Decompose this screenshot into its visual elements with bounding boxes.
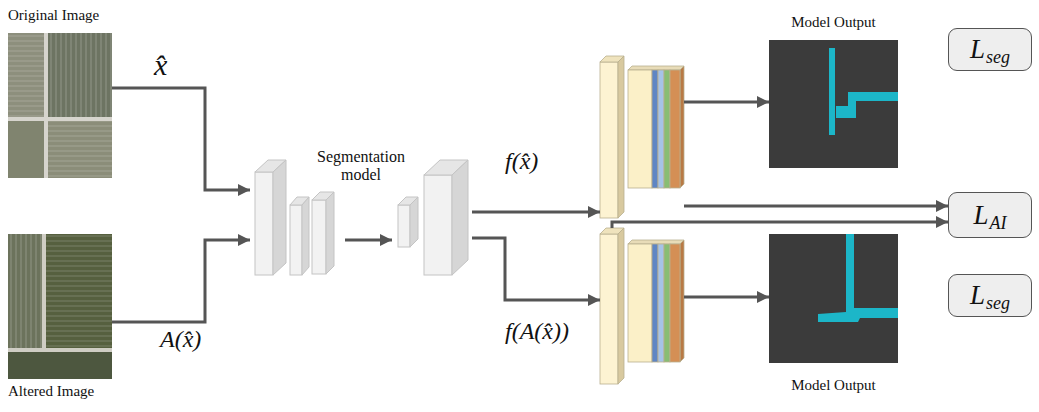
image-caption: Original Image	[8, 7, 99, 24]
input-image: Altered Image	[8, 234, 112, 379]
aerial-photo-part	[48, 33, 112, 117]
segmentation-mask	[769, 234, 898, 363]
edge-label: A(x̂)	[158, 327, 203, 351]
loss-subscript: seg	[986, 294, 1010, 312]
image-caption: Altered Image	[8, 383, 94, 400]
aerial-photo-part	[8, 117, 112, 121]
output-mask: Model Output	[769, 40, 898, 168]
altered-photo-part	[46, 234, 112, 348]
flow-arrow	[684, 205, 948, 208]
feature-label: f(x̂)	[505, 148, 538, 174]
feature-stack-part	[628, 244, 652, 362]
flow-arrow	[472, 238, 600, 300]
altered-photo-part	[46, 234, 112, 348]
altered-photo-part	[8, 348, 112, 352]
flow-arrow	[684, 296, 769, 299]
model-block: Segmentation model	[250, 148, 472, 278]
input-image: Original Image	[8, 33, 112, 178]
aerial-photo-part	[48, 33, 112, 117]
feature-map: f(x̂)	[600, 56, 684, 218]
aerial-photo-part	[8, 33, 44, 117]
altered-photo-part	[8, 234, 42, 348]
loss-symbol: L	[973, 202, 988, 229]
altered-photo	[8, 234, 112, 379]
segmentation-mask-part	[836, 92, 898, 118]
feature-stack-part	[658, 244, 664, 362]
aerial-photo-part	[44, 33, 48, 178]
aerial-photo	[8, 33, 112, 178]
network-block-part	[290, 205, 302, 275]
internal-arrow	[345, 239, 392, 242]
network-block-part	[273, 160, 286, 275]
feature-stack-part	[680, 240, 684, 362]
feature-label: f(A(x̂))	[505, 318, 569, 344]
feature-stack-part	[664, 244, 670, 362]
model-name: Segmentation model	[301, 148, 421, 185]
altered-photo-part	[8, 234, 42, 348]
loss-symbol: L	[970, 36, 985, 63]
feature-stack-part	[628, 66, 684, 70]
network-block-part	[398, 205, 410, 247]
feature-stack-part	[628, 240, 684, 244]
flow-arrow	[472, 211, 600, 214]
feature-stack-part	[658, 70, 664, 188]
network-block-part	[302, 197, 309, 275]
loss-box: LAI	[948, 192, 1032, 238]
feature-stack-part	[680, 66, 684, 188]
aerial-photo-part	[8, 121, 44, 178]
feature-stack-part	[628, 70, 652, 188]
network-block-part	[255, 172, 273, 275]
segmentation-mask-part	[769, 40, 898, 168]
network-block-part	[410, 197, 418, 247]
loss-symbol: L	[970, 282, 985, 309]
loss-subscript: seg	[986, 48, 1010, 66]
network-block-part	[424, 175, 452, 275]
feature-stack-part	[618, 56, 624, 218]
flow-arrow	[684, 101, 769, 104]
segmentation-mask-part	[829, 48, 835, 135]
segmentation-mask-part	[769, 234, 898, 363]
network-block-part	[326, 192, 334, 274]
flow-arrow	[112, 88, 250, 190]
segmentation-mask-part	[818, 234, 898, 322]
aerial-photo-part	[48, 121, 112, 178]
feature-stack-part	[652, 70, 658, 188]
feature-stack-part	[670, 70, 680, 188]
aerial-photo-part	[48, 121, 112, 178]
segmentation-mask	[769, 40, 898, 168]
loss-subscript: AI	[990, 214, 1007, 232]
flow-arrow	[112, 240, 250, 322]
network-block-part	[452, 160, 468, 275]
aerial-photo-part	[8, 33, 112, 178]
output-caption: Model Output	[769, 14, 898, 31]
feature-map: f(A(x̂))	[600, 228, 684, 384]
feature-stack-part	[600, 62, 618, 218]
feature-stack-part	[652, 244, 658, 362]
edge-label: x̂	[152, 50, 169, 80]
altered-photo-part	[42, 234, 46, 352]
aerial-photo-part	[8, 33, 44, 117]
flow-arrow	[612, 222, 948, 228]
altered-photo-part	[8, 234, 112, 379]
feature-stack-part	[664, 70, 670, 188]
altered-photo-part	[8, 352, 112, 379]
feature-stack-part	[600, 234, 618, 384]
network-block-part	[312, 200, 326, 274]
feature-stack	[600, 56, 684, 218]
loss-box: Lseg	[948, 28, 1032, 71]
output-mask: Model Output	[769, 234, 898, 363]
feature-stack-part	[618, 228, 624, 384]
output-caption: Model Output	[769, 377, 898, 394]
feature-stack-part	[670, 244, 680, 362]
loss-box: Lseg	[948, 274, 1032, 317]
feature-stack	[600, 228, 684, 384]
